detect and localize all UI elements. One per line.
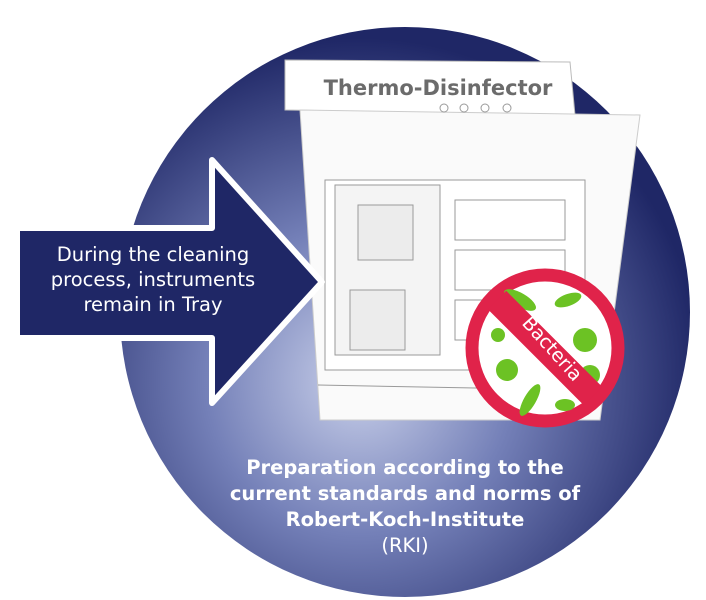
- footer-line: current standards and norms of: [229, 482, 581, 505]
- machine-title: Thermo-Disinfector: [323, 76, 553, 100]
- arrow-shape: [14, 157, 325, 406]
- no-bacteria-sign: [465, 268, 625, 428]
- arrow-text: During the cleaning process, instruments…: [28, 242, 278, 317]
- arrow-line: During the cleaning: [56, 243, 250, 266]
- footer-note: (RKI): [381, 534, 429, 557]
- footer-line: Preparation according to the: [246, 456, 564, 479]
- footer-text: Preparation according to the current sta…: [200, 455, 610, 559]
- footer-line: Robert-Koch-Institute: [285, 508, 525, 531]
- arrow-line: remain in Tray: [83, 293, 223, 316]
- arrow-line: process, instruments: [50, 268, 256, 291]
